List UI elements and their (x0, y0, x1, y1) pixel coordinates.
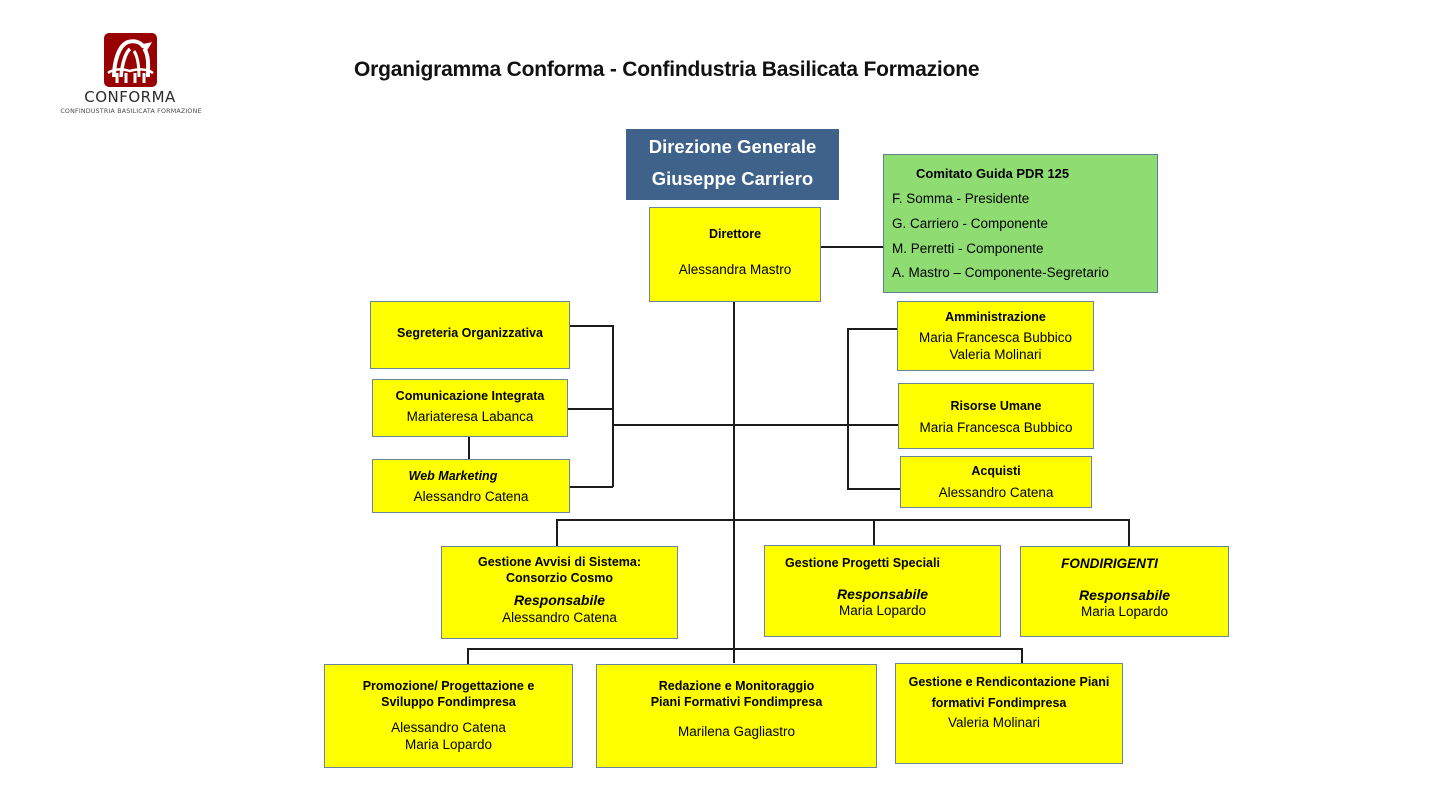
connector-main-trunk (733, 301, 735, 663)
unit-title: Redazione e Monitoraggio (658, 679, 815, 693)
unit-redazione-monitoraggio: Redazione e Monitoraggio Piani Formativi… (596, 664, 877, 768)
unit-person: Maria Francesca Bubbico (919, 419, 1073, 435)
comitato-member: G. Carriero - Componente (892, 216, 1049, 231)
unit-fondirigenti: FONDIRIGENTI Responsabile Maria Lopardo (1020, 546, 1229, 637)
unit-person: Alessandro Catena (391, 720, 506, 736)
unit-title: Segreteria Organizzativa (397, 326, 543, 340)
unit-web-marketing: Web Marketing Alessandro Catena (372, 459, 570, 513)
connector-middle-progetti (873, 519, 875, 546)
unit-role: Responsabile (836, 585, 929, 602)
unit-person: Valeria Molinari (947, 715, 1041, 731)
direttore-box: Direttore Alessandra Mastro (649, 207, 821, 302)
unit-title: Risorse Umane (950, 399, 1042, 413)
unit-promozione-progettazione: Promozione/ Progettazione e Sviluppo Fon… (324, 664, 573, 768)
connector-bottom-promozione (467, 648, 469, 664)
connector-bottom-bar (467, 648, 1023, 650)
unit-role: Responsabile (513, 592, 606, 609)
unit-title: Comunicazione Integrata (395, 389, 545, 403)
page-title: Organigramma Conforma - Confindustria Ba… (354, 58, 980, 81)
comitato-title: Comitato Guida PDR 125 (916, 166, 1070, 181)
unit-person: Marilena Gagliastro (677, 724, 796, 740)
unit-person: Maria Lopardo (838, 603, 927, 619)
unit-person: Maria Lopardo (404, 737, 493, 753)
unit-acquisti: Acquisti Alessandro Catena (900, 456, 1092, 508)
connector-direttore-comitato (820, 246, 883, 248)
unit-title: Acquisti (971, 464, 1021, 478)
unit-title: Gestione Progetti Speciali (785, 556, 940, 570)
unit-title: Gestione e Rendicontazione Piani (908, 675, 1110, 689)
connector-staff-crossline (613, 424, 899, 426)
unit-comunicazione-integrata: Comunicazione Integrata Mariateresa Laba… (372, 379, 568, 437)
unit-gestione-rendicontazione: Gestione e Rendicontazione Piani formati… (895, 663, 1123, 764)
unit-segreteria-organizzativa: Segreteria Organizzativa (370, 301, 570, 369)
unit-person: Mariateresa Labanca (406, 408, 534, 424)
comitato-member: F. Somma - Presidente (892, 191, 1030, 206)
unit-person: Maria Lopardo (1080, 604, 1169, 620)
connector-bottom-rendicontazione (1021, 648, 1023, 664)
unit-title: Promozione/ Progettazione e (362, 679, 535, 693)
unit-title: FONDIRIGENTI (1061, 556, 1158, 571)
connector-left-comunicazione (566, 408, 613, 410)
unit-gestione-progetti-speciali: Gestione Progetti Speciali Responsabile … (764, 545, 1001, 637)
connector-right-acquisti (847, 488, 901, 490)
unit-title: Gestione Avvisi di Sistema: (477, 555, 642, 569)
connector-middle-bar (556, 519, 1130, 521)
unit-role: Responsabile (1078, 586, 1171, 603)
unit-title: Sviluppo Fondimpresa (381, 694, 516, 709)
unit-title: formativi Fondimpresa (931, 695, 1067, 710)
logo-brand-name: CONFORMA (84, 88, 176, 106)
unit-title: Consorzio Cosmo (506, 570, 613, 585)
unit-person: Alessandro Catena (938, 484, 1054, 500)
connector-left-bracket (612, 325, 614, 487)
unit-title: Piani Formativi Fondimpresa (650, 694, 823, 709)
comitato-member: M. Perretti - Componente (892, 241, 1044, 256)
unit-person: Alessandro Catena (413, 488, 529, 504)
unit-risorse-umane: Risorse Umane Maria Francesca Bubbico (898, 383, 1094, 449)
direzione-generale-box: Direzione Generale Giuseppe Carriero (626, 129, 839, 200)
unit-gestione-avvisi: Gestione Avvisi di Sistema: Consorzio Co… (441, 546, 678, 639)
logo-subtitle: CONFINDUSTRIA BASILICATA FORMAZIONE (60, 108, 202, 115)
conforma-logo-icon (104, 33, 157, 87)
connector-left-webmarketing (569, 486, 613, 488)
direzione-generale-label: Direzione Generale (648, 136, 817, 157)
connector-right-amministrazione (847, 328, 898, 330)
connector-middle-fondirigenti (1128, 519, 1130, 546)
connector-left-segreteria (569, 325, 613, 327)
connector-comunicazione-webmarketing (468, 436, 470, 460)
unit-title: Web Marketing (408, 469, 498, 483)
unit-title: Amministrazione (945, 310, 1046, 324)
comitato-member: A. Mastro – Componente-Segretario (892, 265, 1109, 280)
connector-middle-avvisi (556, 519, 558, 546)
unit-person: Maria Francesca Bubbico (918, 329, 1073, 345)
direttore-label: Direttore (708, 227, 762, 241)
unit-person: Valeria Molinari (949, 346, 1042, 362)
connector-right-bracket (847, 328, 849, 489)
direzione-generale-name: Giuseppe Carriero (651, 168, 814, 189)
unit-amministrazione: Amministrazione Maria Francesca Bubbico … (897, 301, 1094, 371)
direttore-name: Alessandra Mastro (678, 261, 792, 277)
comitato-guida-box: Comitato Guida PDR 125 F. Somma - Presid… (883, 154, 1158, 293)
unit-person: Alessandro Catena (502, 609, 617, 625)
